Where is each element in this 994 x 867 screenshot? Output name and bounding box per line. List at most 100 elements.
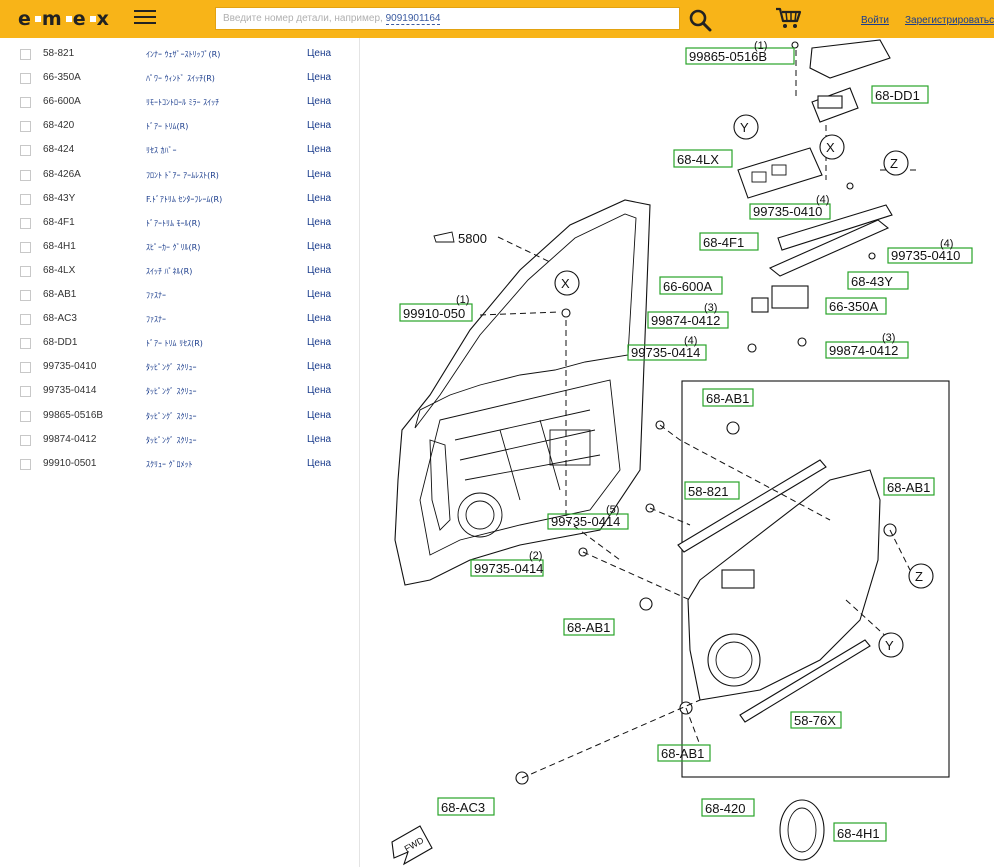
part-callout[interactable]: 99874-0412(3) [825, 332, 909, 359]
hamburger-icon[interactable] [134, 6, 156, 28]
part-callout[interactable]: 68-AB1 [657, 744, 711, 762]
part-callout[interactable]: 99735-0414(2) [470, 550, 544, 577]
door-trim-panel [515, 380, 950, 861]
part-checkbox[interactable] [20, 193, 31, 205]
price-link[interactable]: Цена [307, 144, 332, 156]
marker-y-top: Y [740, 120, 749, 135]
price-link[interactable]: Цена [307, 240, 332, 252]
part-callout[interactable]: 68-AC3 [437, 797, 495, 816]
part-checkbox[interactable] [20, 386, 31, 398]
callout-box [833, 822, 887, 842]
part-checkbox[interactable] [20, 49, 31, 60]
part-checkbox[interactable] [20, 362, 31, 374]
part-callout[interactable]: 68-AB1 [563, 618, 615, 636]
price-link[interactable]: Цена [307, 48, 332, 59]
part-checkbox[interactable] [20, 458, 31, 470]
price-link[interactable]: Цена [307, 168, 332, 180]
price-link[interactable]: Цена [307, 433, 332, 445]
search-example-link[interactable]: 9091901164 [385, 13, 441, 25]
part-callout[interactable]: 99910-050(1) [399, 294, 473, 322]
part-checkbox[interactable] [20, 217, 31, 229]
callout-qty: (2) [529, 550, 542, 562]
callout-box [399, 303, 473, 322]
marker-z-top: Z [890, 156, 898, 171]
price-link[interactable]: Цена [307, 120, 332, 132]
callout-box [657, 744, 711, 762]
callout-text: 68-43Y [851, 274, 893, 289]
part-callout[interactable]: 68-AB1 [883, 477, 935, 496]
part-callout[interactable]: 68-DD1 [871, 85, 929, 104]
part-callout[interactable]: 99735-0414(4) [627, 335, 707, 361]
part-checkbox[interactable] [20, 338, 31, 350]
callout-box [825, 297, 887, 315]
part-description: ﾘｾｽ ｶﾊﾞｰ [146, 146, 177, 156]
part-callout[interactable]: 58-76X [790, 711, 842, 729]
price-link[interactable]: Цена [307, 72, 332, 84]
part-callout[interactable]: 99735-0414(5) [547, 504, 629, 530]
part-code: 99735-0410 [43, 361, 97, 373]
callout-text: 99874-0412 [829, 343, 898, 358]
callout-box [659, 276, 723, 295]
part-description: F.ﾄﾞｱﾄﾘﾑ ｾﾝﾀｰﾌﾚｰﾑ(R) [146, 194, 223, 204]
part-checkbox[interactable] [20, 290, 31, 301]
callout-box [684, 481, 740, 500]
part-checkbox[interactable] [20, 265, 31, 277]
part-callout[interactable]: 68-4F1 [699, 232, 759, 251]
price-link[interactable]: Цена [307, 96, 332, 108]
magnifier-icon[interactable] [688, 8, 712, 32]
cart-icon[interactable] [774, 6, 802, 30]
part-checkbox[interactable] [20, 97, 31, 109]
price-link[interactable]: Цена [307, 409, 332, 421]
callout-qty: (4) [816, 194, 829, 206]
part-checkbox[interactable] [20, 145, 31, 157]
part-code: 68-DD1 [43, 337, 78, 349]
price-link[interactable]: Цена [307, 313, 332, 325]
callout-qty: (5) [606, 504, 619, 516]
switch-panel-parts [561, 39, 893, 353]
part-callout[interactable]: 99865-0516B(1) [685, 40, 795, 65]
register-link[interactable]: Зарегистрироваться [905, 15, 994, 26]
search-input[interactable]: Введите номер детали, например, 90919011… [215, 7, 680, 30]
price-link[interactable]: Цена [307, 289, 332, 300]
search-placeholder: Введите номер детали, например, 90919011… [223, 13, 441, 25]
login-link[interactable]: Войти [861, 15, 889, 26]
part-checkbox[interactable] [20, 410, 31, 422]
part-callout[interactable]: 68-AB1 [702, 388, 754, 407]
part-callout[interactable]: 99735-0410(4) [887, 238, 973, 264]
part-checkbox[interactable] [20, 314, 31, 326]
callout-text: 68-4LX [677, 152, 719, 167]
price-link[interactable]: Цена [307, 457, 332, 469]
part-callout[interactable]: 68-4H1 [833, 822, 887, 842]
price-link[interactable]: Цена [307, 385, 332, 397]
price-link[interactable]: Цена [307, 264, 332, 276]
callout-text: 68-AB1 [887, 480, 930, 495]
part-callout[interactable]: 66-350A [825, 297, 887, 315]
callout-box [685, 47, 795, 65]
part-checkbox[interactable] [20, 73, 31, 85]
part-callout[interactable]: 58-821 [684, 481, 740, 500]
part-callout[interactable]: 99874-0412(3) [647, 302, 729, 329]
part-checkbox[interactable] [20, 241, 31, 253]
part-description: ﾀｯﾋﾟﾝｸﾞ ｽｸﾘｭｰ [146, 411, 197, 421]
price-link[interactable]: Цена [307, 192, 332, 204]
part-checkbox[interactable] [20, 169, 31, 181]
part-callout[interactable]: 99735-0410(4) [749, 194, 831, 220]
price-link[interactable]: Цена [307, 361, 332, 373]
part-callout[interactable]: 68-4LX [673, 149, 733, 168]
price-link[interactable]: Цена [307, 216, 332, 228]
reference-markers: Y X Z X Z Y [554, 114, 934, 658]
part-callout[interactable]: 68-43Y [847, 271, 909, 290]
callout-box [699, 232, 759, 251]
part-checkbox[interactable] [20, 121, 31, 133]
part-callout[interactable]: 68-420 [701, 798, 755, 817]
price-link[interactable]: Цена [307, 337, 332, 349]
part-checkbox[interactable] [20, 434, 31, 446]
part-callout[interactable]: 66-600A [659, 276, 723, 295]
